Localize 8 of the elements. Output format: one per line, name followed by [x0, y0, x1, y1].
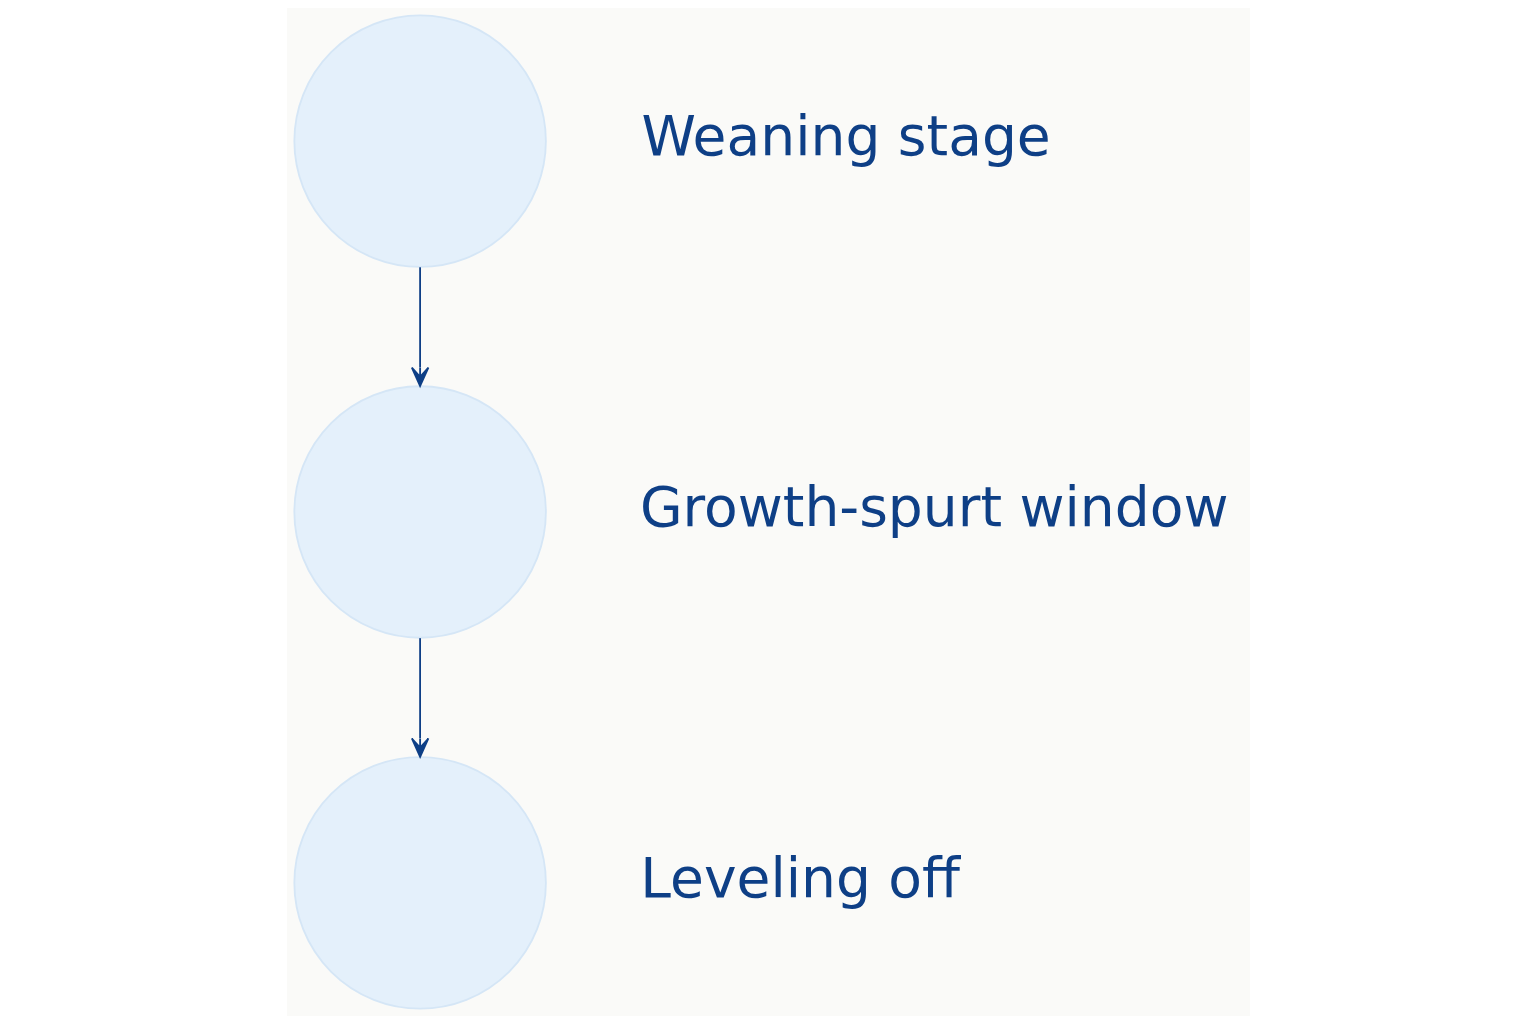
- arrow: [410, 637, 429, 758]
- node-label: Growth-spurt window: [639, 474, 1228, 539]
- node-circle: [292, 756, 547, 1010]
- node-circle: [292, 385, 547, 639]
- node-circle: [292, 14, 547, 268]
- node-label: Weaning stage: [640, 103, 1051, 168]
- arrow: [410, 266, 429, 387]
- node-label: Leveling off: [639, 845, 960, 910]
